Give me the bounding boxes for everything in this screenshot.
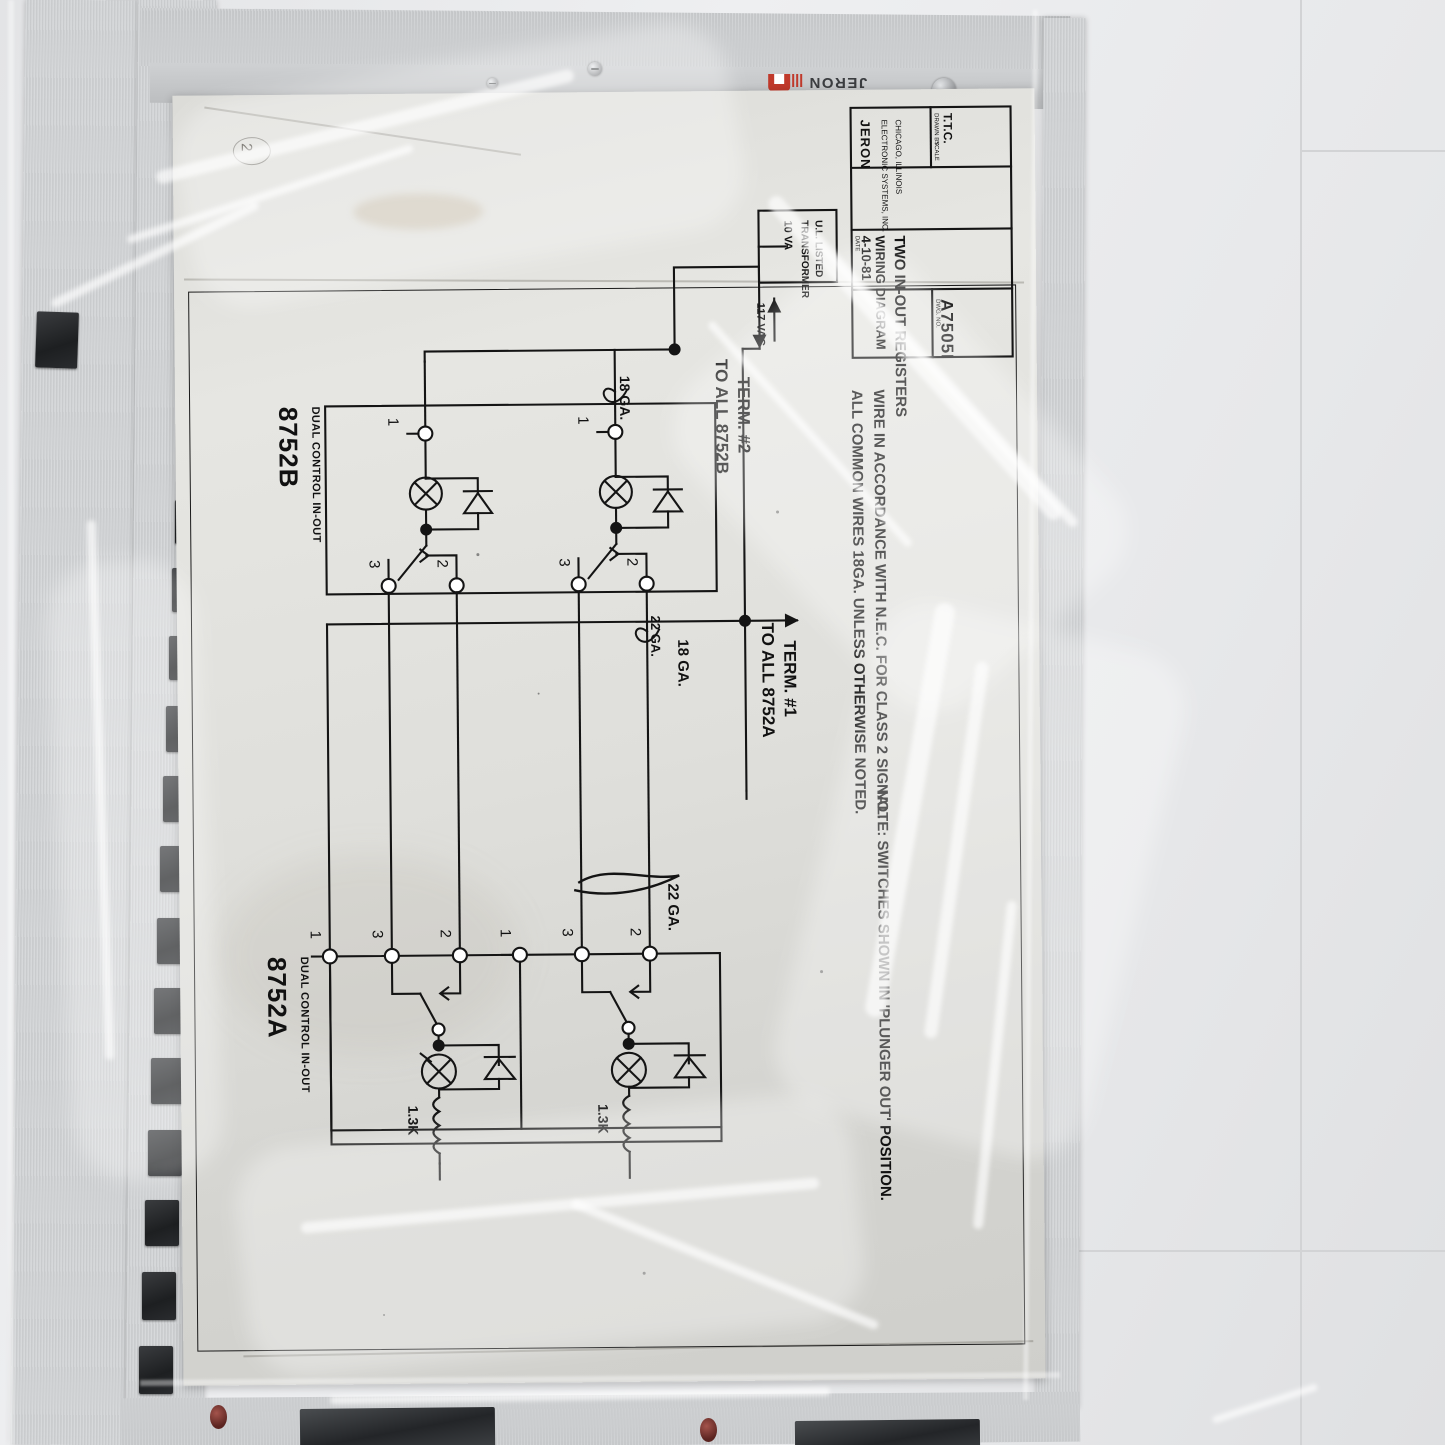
device-id-8752a: 8752A bbox=[261, 956, 293, 1039]
terminal-label: 2 bbox=[626, 927, 644, 937]
title-block-scale-label: SCALE bbox=[932, 141, 939, 161]
toner-speck bbox=[820, 970, 824, 974]
brand-logo-icon bbox=[768, 74, 802, 91]
mounting-screw bbox=[487, 78, 498, 89]
terminal-label: 2 bbox=[433, 559, 451, 568]
wall-seam-vertical bbox=[1300, 0, 1302, 1445]
transformer-line-3: U.L. LISTED bbox=[812, 220, 824, 278]
connector-block bbox=[151, 1058, 185, 1104]
title-block-dwg-no: A7505I bbox=[937, 298, 957, 360]
reference-8752a-term1-line1: TO ALL 8752A bbox=[758, 622, 779, 738]
transformer-line-2: TRANSFORMER bbox=[798, 220, 811, 299]
transformer-line-1: 10 VA bbox=[781, 220, 794, 251]
toner-speck bbox=[776, 510, 780, 514]
reference-8752b-term2-line1: TO ALL 8752B bbox=[711, 358, 732, 475]
title-block-company-3: CHICAGO, ILLINOIS bbox=[893, 119, 904, 195]
terminal-label: 3 bbox=[555, 558, 573, 567]
terminal-label: 1 bbox=[574, 416, 592, 425]
aluminum-left-rail bbox=[10, 0, 146, 1445]
wall-seam-horizontal bbox=[1300, 150, 1445, 152]
brand-label: JERON bbox=[768, 74, 867, 91]
mounting-screw bbox=[588, 62, 602, 76]
wire-gauge-label: 22 GA. bbox=[647, 615, 664, 657]
terminal-label: 3 bbox=[558, 928, 576, 937]
resistor-value: 1.3K bbox=[405, 1105, 422, 1136]
terminal-label: 1 bbox=[384, 417, 402, 427]
title-block-company-2: ELECTRONIC SYSTEMS, INC. bbox=[879, 119, 890, 233]
wiring-diagram-sheet: 2 bbox=[172, 88, 1046, 1386]
toner-speck bbox=[537, 692, 540, 695]
terminal-label: 1 bbox=[306, 930, 324, 939]
title-block-drawn-by: T.T.C. bbox=[940, 112, 955, 144]
reference-8752b-term2-line2: TERM. #2 bbox=[733, 376, 754, 454]
indicator-led bbox=[700, 1418, 717, 1442]
wire-gauge-label: 22 GA. bbox=[664, 883, 682, 932]
terminal-label: 2 bbox=[436, 929, 454, 938]
connector-block bbox=[148, 1130, 182, 1176]
connector-block bbox=[139, 1346, 173, 1394]
title-block-title-2: TWO IN-OUT REGISTERS bbox=[890, 235, 910, 418]
device-id-8752b: 8752B bbox=[273, 406, 304, 489]
toner-speck bbox=[476, 553, 480, 557]
terminal-label: 3 bbox=[365, 559, 383, 569]
title-block-company-1: JERON bbox=[857, 119, 874, 170]
wire-gauge-label: 18 GA. bbox=[616, 375, 634, 421]
connector-block bbox=[145, 1200, 179, 1246]
device-name-8752a: DUAL CONTROL IN-OUT bbox=[297, 956, 312, 1093]
bottom-panel bbox=[299, 1406, 496, 1445]
wire-gauge-label: 18 GA. bbox=[674, 639, 692, 687]
schematic-linework bbox=[310, 105, 1014, 1181]
device-name-8752b: DUAL CONTROL IN-OUT bbox=[309, 406, 323, 543]
brand-name: JERON bbox=[808, 74, 868, 91]
title-block-title-1: WIRING DIAGRAM bbox=[872, 235, 889, 350]
reference-8752a-term1-line2: TERM. #1 bbox=[780, 640, 800, 718]
resistor-value: 1.3K bbox=[595, 1103, 612, 1134]
connector-block bbox=[35, 311, 79, 369]
note-plunger-out: NOTE: SWITCHES SHOWN IN 'PLUNGER OUT' PO… bbox=[873, 789, 895, 1201]
terminal-label: 2 bbox=[623, 557, 641, 567]
toner-speck bbox=[642, 1271, 646, 1275]
terminal-label: 1 bbox=[496, 928, 514, 938]
supply-voltage-label: 117 VAC bbox=[754, 302, 767, 346]
connector-block bbox=[142, 1272, 176, 1320]
toner-speck bbox=[383, 1313, 386, 1316]
bottom-panel bbox=[794, 1419, 981, 1445]
indicator-led bbox=[210, 1405, 227, 1429]
wall-seam-horizontal-2 bbox=[1060, 1250, 1445, 1252]
terminal-label: 3 bbox=[368, 929, 386, 939]
